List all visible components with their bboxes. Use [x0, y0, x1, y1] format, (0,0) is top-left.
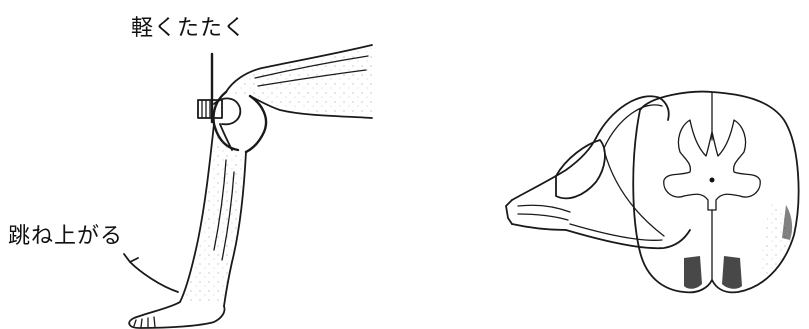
nerve-end	[506, 200, 512, 224]
ventral-shading-right	[722, 256, 742, 289]
ventral-root-inner	[570, 224, 662, 240]
central-canal	[710, 178, 715, 183]
ventral-root	[566, 230, 690, 248]
nerve-fibers	[518, 205, 570, 220]
ventral-shading-left	[684, 256, 702, 289]
dorsal-root-inner	[604, 105, 662, 148]
gray-matter	[664, 120, 760, 210]
dorsal-root-ganglion	[556, 140, 605, 198]
dorsal-root	[596, 96, 669, 138]
